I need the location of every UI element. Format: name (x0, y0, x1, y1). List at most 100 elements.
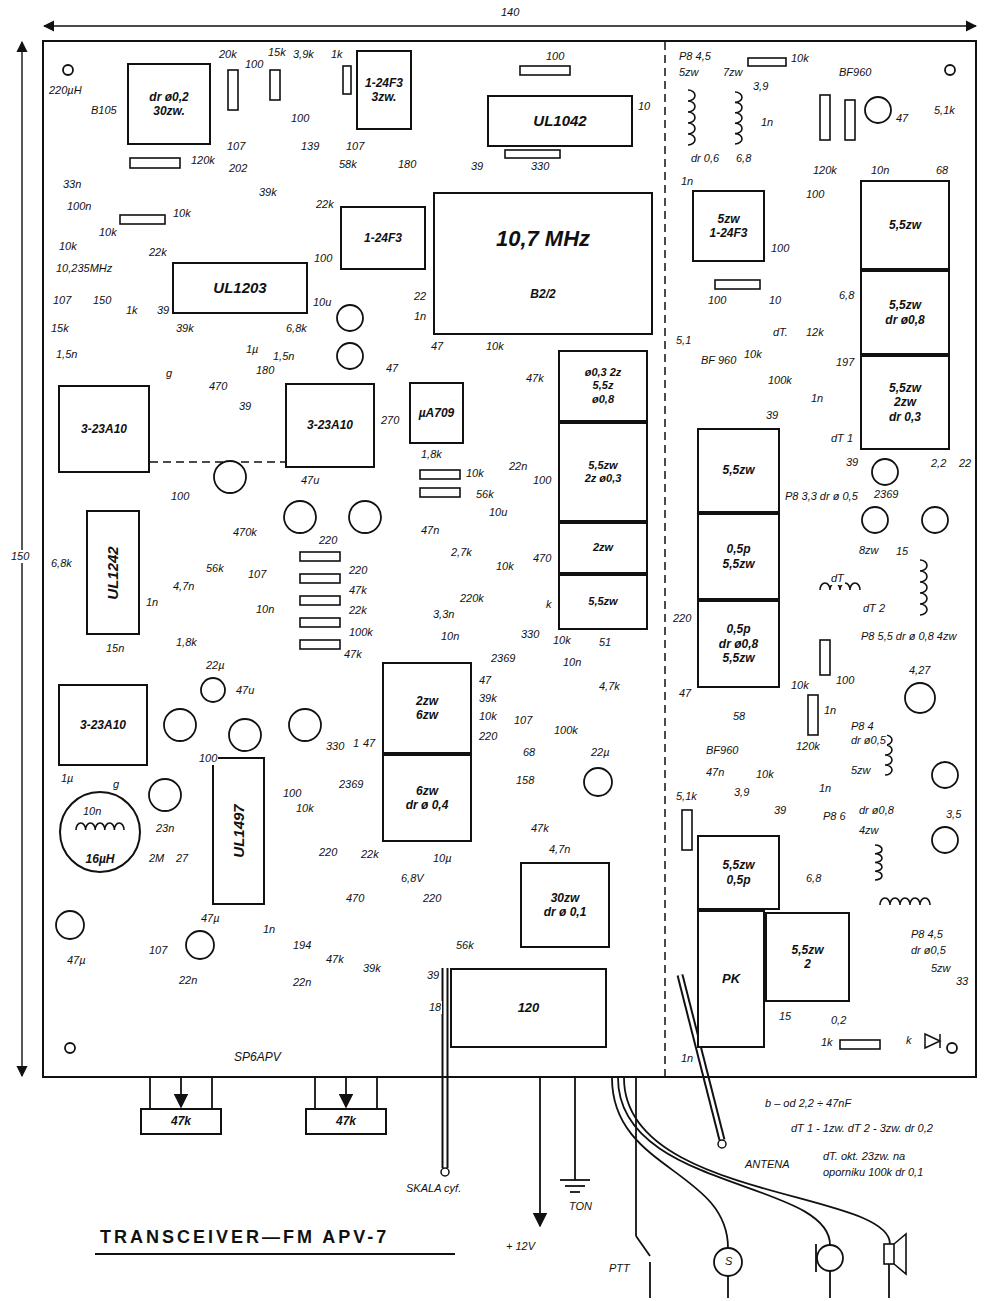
component-value: 39k (258, 186, 278, 199)
resistor-symbol (300, 552, 340, 561)
resistor-symbol (682, 810, 692, 850)
component-value: S (724, 1255, 733, 1268)
component-box: 5,5zwdr ø0,8 (860, 270, 950, 355)
component-value: 22µ (590, 746, 611, 759)
component-value: 1n (262, 923, 276, 936)
component-value: 0,2 (830, 1014, 847, 1027)
component-value: 3,3n (432, 608, 455, 621)
component-text: 6zw (414, 708, 440, 722)
component-value: 10n (562, 656, 582, 669)
component-text: UL1497 (230, 802, 248, 859)
component-text: ø0,3 2z (583, 366, 624, 379)
resistor-symbol (845, 100, 855, 140)
component-value: 220 (318, 534, 338, 547)
component-value: 4,27 (908, 664, 931, 677)
component-value: PTT (608, 1262, 631, 1275)
component-value: 270 (380, 414, 400, 427)
resistor-symbol (820, 640, 830, 675)
component-value: 140 (500, 6, 520, 19)
component-value: 15 (895, 545, 909, 558)
component-text: 5,5z (591, 379, 616, 392)
component-value: 330 (530, 160, 550, 173)
component-value: SKALA cyf. (405, 1182, 462, 1195)
component-box: 120 (450, 968, 607, 1048)
component-value: 150 (10, 550, 30, 563)
resistor-symbol (270, 70, 280, 100)
component-value: 47 (895, 112, 909, 125)
component-box: 1-24F3 (340, 206, 426, 270)
component-value: 197 (835, 356, 855, 369)
component-text: dr ø0,8 (883, 313, 926, 327)
component-value: 5zw (850, 764, 872, 777)
component-value: 47k (525, 372, 545, 385)
component-value: 470 (345, 892, 365, 905)
component-value: dr ø0,8 (858, 804, 895, 817)
coil-symbol (688, 90, 695, 145)
resistor-symbol (343, 66, 351, 94)
component-value: 470 (208, 380, 228, 393)
component-value: 22n (292, 976, 312, 989)
wire-line (888, 1264, 890, 1298)
component-value: 100 (198, 752, 218, 765)
component-value: 10k (552, 634, 572, 647)
component-box: 3-23A10 (285, 383, 375, 468)
component-text: 2zw (892, 395, 918, 409)
component-value: 47 (430, 340, 444, 353)
component-value: dr ø0,5 (850, 734, 887, 747)
component-text: 30zw (549, 891, 582, 905)
component-value: 220 (422, 892, 442, 905)
component-text: dr ø 0,4 (404, 798, 451, 812)
component-text: 30zw. (151, 104, 187, 118)
component-value: P8 3,3 dr ø 0,5 (784, 490, 859, 503)
component-value: 220 (348, 564, 368, 577)
component-value: ANTENA (744, 1158, 791, 1171)
component-value: TON (568, 1200, 593, 1213)
component-value: 10k (790, 52, 810, 65)
coil-circle: 16µH (58, 790, 142, 874)
transistor-symbol (932, 827, 958, 853)
component-value: 56k (455, 939, 475, 952)
component-text: UL1042 (531, 112, 588, 130)
component-value: 1n (760, 116, 774, 129)
component-value: 47k (530, 822, 550, 835)
component-value: 39k (362, 962, 382, 975)
component-text: 3-23A10 (305, 418, 355, 432)
component-value: 33 (955, 975, 969, 988)
transistor-symbol (149, 779, 181, 811)
component-value: 10µ (432, 852, 453, 865)
component-box: 5,5zw (697, 428, 780, 513)
resistor-symbol (420, 470, 460, 479)
transistor-symbol (337, 305, 363, 331)
component-text: 5,5zw (720, 651, 756, 665)
coil-symbol (920, 560, 927, 615)
resistor-symbol (520, 66, 570, 75)
coil-symbol (875, 845, 882, 880)
coax-cable (444, 968, 447, 1168)
transistor-symbol (289, 709, 321, 741)
component-value: 56k (205, 562, 225, 575)
component-value: 1k (330, 48, 344, 61)
component-value: 139 (300, 140, 320, 153)
coax-end (441, 1168, 449, 1176)
component-value: 39 (773, 804, 787, 817)
transistor-symbol (865, 97, 891, 123)
component-value: 47k (343, 648, 363, 661)
component-value: dT (830, 572, 845, 585)
component-box: 1-24F33zw. (356, 50, 412, 130)
component-value: 100 (282, 787, 302, 800)
component-value: 15k (50, 322, 70, 335)
component-value: P8 4,5 (910, 928, 944, 941)
component-value: 1n (680, 1052, 694, 1065)
wire-line (376, 1078, 378, 1108)
microphone-symbol (817, 1245, 843, 1271)
transistor-symbol (337, 343, 363, 369)
component-value: 107 (247, 568, 267, 581)
component-box: 47k (305, 1108, 387, 1135)
component-value: 6,8 (838, 289, 855, 302)
component-text: 5,5zw (887, 218, 923, 232)
component-text: µA709 (417, 406, 457, 420)
diagram-title: TRANSCEIVER—FM APV-7 (100, 1226, 389, 1248)
component-text: 5zw (715, 212, 741, 226)
component-value: 22n (508, 460, 528, 473)
component-value: 39k (478, 692, 498, 705)
